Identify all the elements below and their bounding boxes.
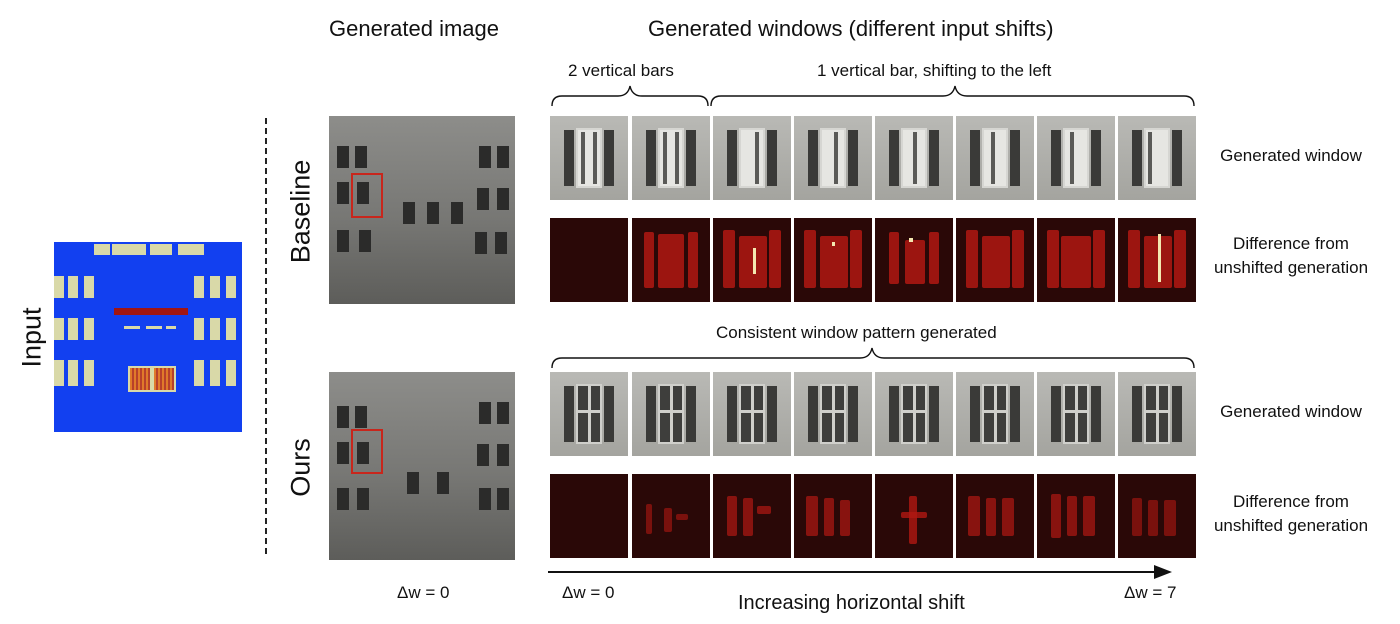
ours-window-tile xyxy=(1037,372,1115,456)
ours-window-tile xyxy=(875,372,953,456)
brace-label-one-bar: 1 vertical bar, shifting to the left xyxy=(817,61,1052,80)
shift-axis-caption: Increasing horizontal shift xyxy=(738,592,965,614)
baseline-window-tile xyxy=(550,116,628,200)
baseline-difference-tile xyxy=(1037,218,1115,302)
input-separator xyxy=(265,118,267,554)
baseline-difference-tile xyxy=(956,218,1034,302)
ours-difference-tile xyxy=(632,474,710,558)
ours-generated-window-label: Generated window xyxy=(1220,402,1362,421)
baseline-difference-tile xyxy=(1118,218,1196,302)
baseline-highlight-box xyxy=(351,173,383,218)
baseline-window-tile xyxy=(1037,116,1115,200)
ours-window-tile xyxy=(632,372,710,456)
baseline-window-tile xyxy=(632,116,710,200)
baseline-difference-tile xyxy=(632,218,710,302)
baseline-window-tile xyxy=(794,116,872,200)
brace-label-consistent: Consistent window pattern generated xyxy=(716,323,997,342)
ours-generated-image xyxy=(329,372,515,560)
baseline-window-tile xyxy=(713,116,791,200)
ours-window-tile xyxy=(794,372,872,456)
bottom-brace xyxy=(551,347,1195,369)
top-braces xyxy=(551,85,1195,107)
baseline-generated-window-label: Generated window xyxy=(1220,146,1362,165)
generated-image-header: Generated image xyxy=(329,16,499,41)
ours-difference-label-line2: unshifted generation xyxy=(1213,516,1369,535)
baseline-window-tile xyxy=(875,116,953,200)
shift-arrow xyxy=(548,565,1172,579)
baseline-row-label: Baseline xyxy=(285,159,316,264)
input-label-map xyxy=(54,242,242,432)
ours-difference-tile xyxy=(794,474,872,558)
ours-window-tile xyxy=(956,372,1034,456)
ours-difference-tile xyxy=(956,474,1034,558)
baseline-difference-label-line1: Difference from xyxy=(1233,234,1349,253)
baseline-difference-label-line2: unshifted generation xyxy=(1213,258,1369,277)
shift-end-label: Δw = 7 xyxy=(1124,583,1177,602)
baseline-generated-image xyxy=(329,116,515,304)
baseline-window-tile xyxy=(1118,116,1196,200)
ours-window-tile xyxy=(550,372,628,456)
ours-highlight-box xyxy=(351,429,383,474)
ours-difference-tile xyxy=(875,474,953,558)
ours-window-tile xyxy=(713,372,791,456)
baseline-difference-tile xyxy=(794,218,872,302)
ours-difference-tile xyxy=(713,474,791,558)
ours-difference-tile xyxy=(550,474,628,558)
generated-image-shift-label: Δw = 0 xyxy=(397,583,450,602)
generated-windows-header: Generated windows (different input shift… xyxy=(648,16,1054,41)
ours-window-tile xyxy=(1118,372,1196,456)
baseline-difference-tile xyxy=(875,218,953,302)
baseline-difference-tile xyxy=(713,218,791,302)
brace-label-two-bars: 2 vertical bars xyxy=(568,61,674,80)
input-label: Input xyxy=(16,307,47,368)
baseline-difference-tile xyxy=(550,218,628,302)
ours-row-label: Ours xyxy=(285,438,316,497)
shift-start-label: Δw = 0 xyxy=(562,583,615,602)
baseline-window-tile xyxy=(956,116,1034,200)
ours-difference-tile xyxy=(1037,474,1115,558)
ours-difference-tile xyxy=(1118,474,1196,558)
ours-difference-label-line1: Difference from xyxy=(1233,492,1349,511)
